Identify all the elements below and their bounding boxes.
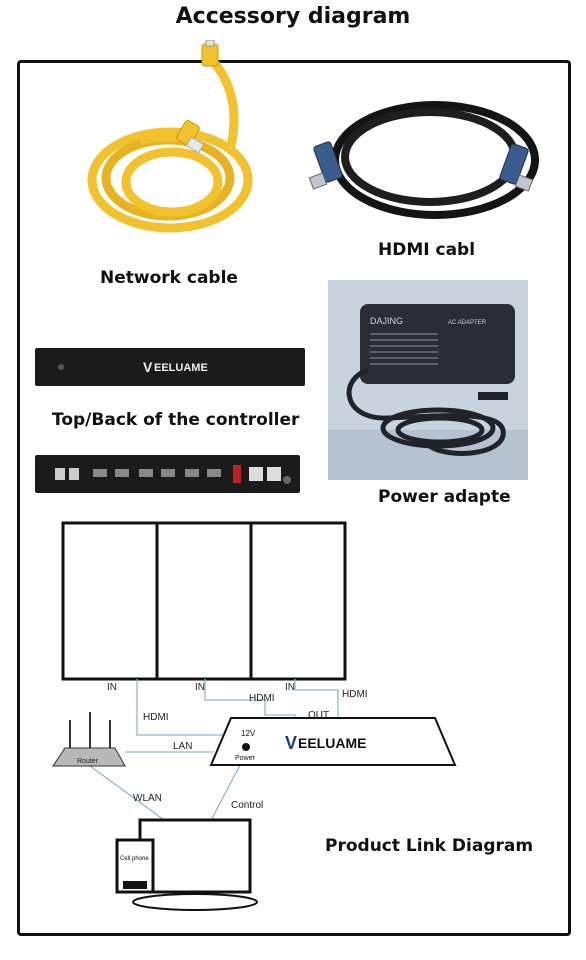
power-adapter-image: DAJING AC ADAPTER <box>328 280 528 480</box>
control-label: Control <box>231 800 263 811</box>
controller-diagram-brand: EELUAME <box>298 735 366 751</box>
svg-text:V: V <box>143 359 153 375</box>
hdmi-label-1: HDMI <box>143 712 169 723</box>
display-panel-3 <box>249 521 347 681</box>
router-icon: Router <box>52 712 126 767</box>
hdmi-cable-caption: HDMI cabl <box>378 240 476 260</box>
adapter-model-text: AC ADAPTER <box>448 320 487 326</box>
controller-caption: Top/Back of the controller <box>52 410 300 430</box>
power-adapter-caption: Power adapte <box>378 487 511 507</box>
cell-phone-label: Cell phone <box>120 856 149 862</box>
adapter-brand-text: DAJING <box>370 316 403 326</box>
in-label-3: IN <box>285 682 295 693</box>
network-cable-caption: Network cable <box>100 268 238 288</box>
in-label-1: IN <box>107 682 117 693</box>
link-diagram-caption: Product Link Diagram <box>325 836 534 856</box>
hdmi-label-3: HDMI <box>342 689 368 700</box>
controller-back-image <box>35 455 300 493</box>
controller-top-image: V EELUAME <box>35 348 305 386</box>
controller-brand-text: EELUAME <box>154 362 208 374</box>
network-cable-image <box>87 40 253 233</box>
display-panel-2 <box>155 521 253 681</box>
router-label: Router <box>77 758 99 765</box>
lan-label: LAN <box>173 741 192 752</box>
hdmi-label-2: HDMI <box>249 693 275 704</box>
display-panel-1 <box>61 521 159 681</box>
in-label-2: IN <box>195 682 205 693</box>
hdmi-cable-image <box>308 101 539 219</box>
power-label: Power <box>235 755 256 762</box>
page-title: Accessory diagram <box>175 4 411 29</box>
voltage-label: 12V <box>241 729 256 738</box>
svg-text:V: V <box>285 733 297 753</box>
phone-monitor-icon: Cell phone <box>115 818 258 911</box>
product-link-diagram: IN IN IN HDMI HDMI HDMI OUT LAN WLAN Con… <box>52 521 457 911</box>
wlan-label: WLAN <box>133 793 162 804</box>
controller-icon: 12V Power V EELUAME <box>209 717 457 766</box>
out-label: OUT <box>308 710 329 721</box>
